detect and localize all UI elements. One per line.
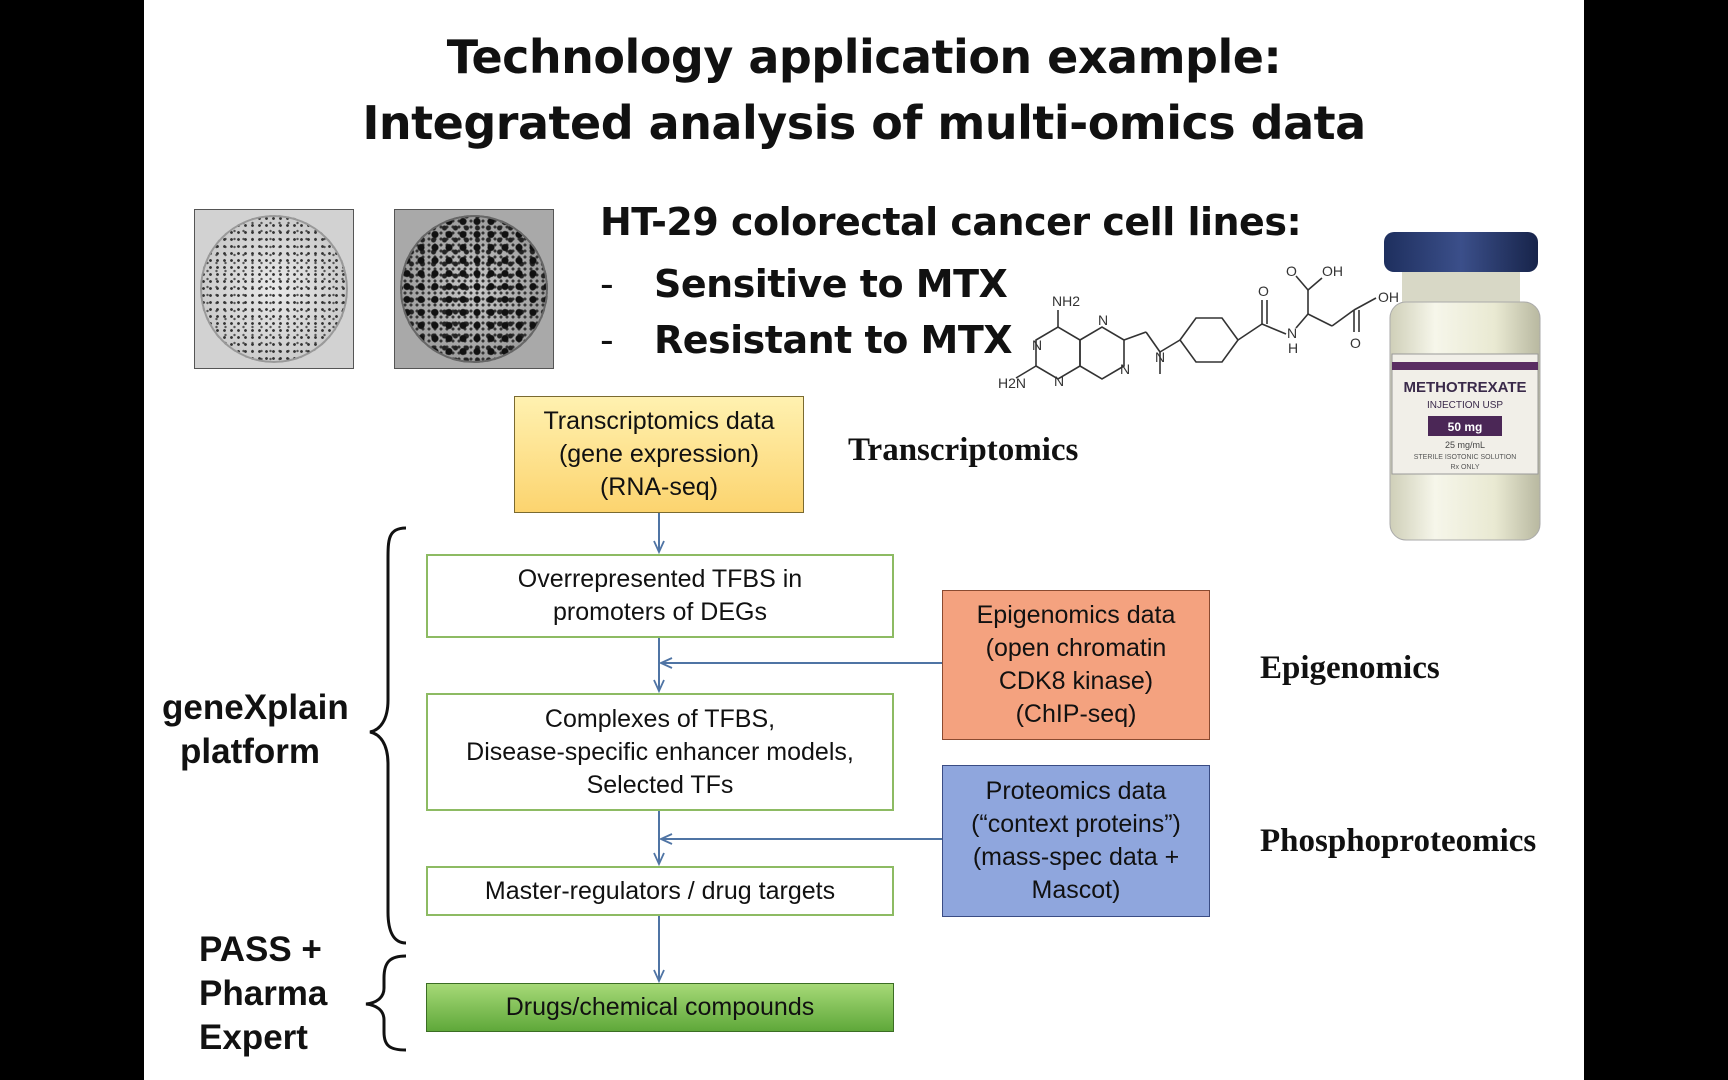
label-line: PASS +	[199, 930, 322, 969]
n-label: N	[1155, 349, 1165, 365]
cell-lines-heading: HT-29 colorectal cancer cell lines:	[600, 200, 1302, 244]
box-line: (RNA-seq)	[599, 473, 719, 501]
nh-label: N	[1287, 325, 1297, 341]
vial-brand-text: METHOTREXATE	[1403, 379, 1526, 396]
pass-brace	[365, 954, 407, 1052]
slide: Technology application example: Integrat…	[144, 0, 1584, 1080]
bullet-dash: -	[600, 262, 614, 306]
proteomics-data-box: Proteomics data (“context proteins”) (ma…	[942, 765, 1210, 917]
n-label: N	[1032, 337, 1042, 353]
box-line: Master-regulators / drug targets	[484, 876, 836, 905]
box-line: Transcriptomics data	[543, 407, 775, 435]
box-line: (mass-spec data +	[972, 843, 1180, 871]
label-line: platform	[180, 732, 320, 771]
vial-neck	[1402, 272, 1520, 304]
slide-title-line-1: Technology application example:	[446, 30, 1282, 84]
box-line: Proteomics data	[985, 777, 1167, 805]
box-line: Selected TFs	[586, 770, 734, 799]
o-label: O	[1286, 263, 1297, 279]
vial-cap	[1384, 232, 1538, 272]
complexes-box: Complexes of TFBS, Disease-specific enha…	[426, 693, 894, 811]
box-line: Epigenomics data	[976, 601, 1176, 629]
box-line: Drugs/chemical compounds	[505, 993, 815, 1021]
box-line: Disease-specific enhancer models,	[466, 737, 854, 766]
vial-label	[1391, 353, 1539, 475]
methotrexate-structure-diagram: NH2 H2N N N N N N O N H O OH O OH	[998, 263, 1399, 391]
h2n-label: H2N	[998, 375, 1026, 391]
vial-rx-text: Rx ONLY	[1450, 464, 1479, 471]
epigenomics-label: Epigenomics	[1260, 650, 1440, 686]
box-line: (“context proteins”)	[971, 810, 1181, 838]
box-line: (gene expression)	[558, 440, 760, 468]
box-line: CDK8 kinase)	[998, 667, 1154, 695]
nh2-label: NH2	[1052, 293, 1080, 309]
box-line: Mascot)	[1031, 876, 1121, 904]
transcriptomics-data-box: Transcriptomics data (gene expression) (…	[514, 396, 804, 513]
transcriptomics-label: Transcriptomics	[848, 432, 1079, 468]
tfbs-box: Overrepresented TFBS in promoters of DEG…	[426, 554, 894, 638]
phosphoproteomics-label: Phosphoproteomics	[1260, 823, 1537, 859]
vial-sub-text: INJECTION USP	[1427, 400, 1503, 411]
vial-note-text: STERILE ISOTONIC SOLUTION	[1414, 454, 1517, 461]
drugs-box: Drugs/chemical compounds	[426, 983, 894, 1032]
bullet-resistant: -Resistant to MTX	[600, 318, 1013, 362]
sensitive-colony-dish-image	[194, 209, 354, 369]
n-label: N	[1120, 361, 1130, 377]
vial-conc-text: 25 mg/mL	[1445, 440, 1485, 450]
label-line: Expert	[199, 1018, 308, 1057]
oh-label: OH	[1378, 289, 1399, 305]
oh-label: OH	[1322, 263, 1343, 279]
resistant-colony-dish-image	[394, 209, 554, 369]
epigenomics-data-box: Epigenomics data (open chromatin CDK8 ki…	[942, 590, 1210, 740]
box-line: promoters of DEGs	[553, 598, 767, 626]
pass-pharma-expert-label: PASS + Pharma Expert	[199, 928, 327, 1060]
slide-title-line-2: Integrated analysis of multi-omics data	[362, 96, 1366, 150]
connectors-overlay	[365, 513, 942, 1052]
bullet-text: Resistant to MTX	[654, 318, 1013, 362]
n-label: N	[1054, 373, 1064, 389]
box-line: Complexes of TFBS,	[544, 704, 776, 733]
genexplain-brace	[369, 526, 407, 945]
box-line: (open chromatin	[985, 634, 1167, 662]
vial-dose-text: 50 mg	[1448, 420, 1483, 434]
o-label: O	[1350, 335, 1361, 351]
n-label: N	[1098, 312, 1108, 328]
label-line: Pharma	[199, 974, 328, 1013]
bullet-sensitive: -Sensitive to MTX	[600, 262, 1008, 306]
box-line: (ChIP-seq)	[1015, 700, 1137, 728]
bullet-text: Sensitive to MTX	[654, 262, 1008, 306]
methotrexate-vial-image: METHOTREXATE INJECTION USP 50 mg 25 mg/m…	[1384, 232, 1541, 541]
genexplain-platform-label: geneXplain platform	[162, 686, 349, 774]
label-line: geneXplain	[162, 688, 349, 727]
box-line: Overrepresented TFBS in	[517, 565, 803, 593]
master-regulators-box: Master-regulators / drug targets	[426, 866, 894, 916]
o-label: O	[1258, 283, 1269, 299]
h-label: H	[1288, 340, 1298, 356]
bullet-dash: -	[600, 318, 614, 362]
